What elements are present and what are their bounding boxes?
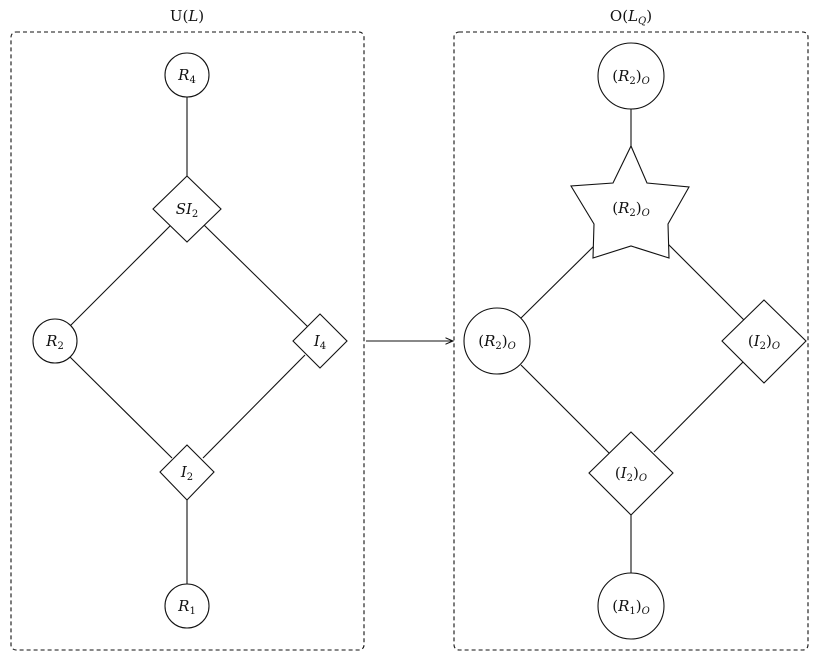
node-r2-left: (R2)O xyxy=(463,307,531,375)
node-i2: I2 xyxy=(159,444,215,501)
svg-text:(R2)O: (R2)O xyxy=(612,67,650,87)
node-si2: SI2 xyxy=(152,175,222,243)
edge-r2left-i2bottom xyxy=(520,364,611,455)
svg-text:I2: I2 xyxy=(180,463,193,483)
svg-text:R2: R2 xyxy=(45,332,64,352)
left-panel-title: U(L) xyxy=(170,7,204,25)
right-panel-title: O(LQ) xyxy=(610,7,652,27)
node-i2-bottom: (I2)O xyxy=(588,431,674,516)
svg-text:R1: R1 xyxy=(177,597,196,617)
svg-text:(R2)O: (R2)O xyxy=(612,199,650,219)
node-r2-top: (R2)O xyxy=(597,42,665,110)
edge-si2-i4 xyxy=(203,224,309,328)
svg-text:(I2)O: (I2)O xyxy=(748,332,780,352)
node-i4: I4 xyxy=(292,313,348,369)
node-r2: R2 xyxy=(32,318,78,364)
left-panel-frame xyxy=(10,31,365,651)
edge-r2-i2 xyxy=(69,356,173,459)
svg-text:(R2)O: (R2)O xyxy=(478,332,516,352)
edge-i2right-i2bottom xyxy=(653,361,744,453)
svg-text:(I2)O: (I2)O xyxy=(615,464,647,484)
svg-text:R4: R4 xyxy=(177,66,196,86)
svg-text:SI2: SI2 xyxy=(176,200,199,220)
edge-star-i2right xyxy=(667,243,746,322)
edge-star-r2left xyxy=(520,245,595,319)
node-r1: R1 xyxy=(164,583,210,629)
node-r1-right: (R1)O xyxy=(597,572,665,640)
right-panel-frame xyxy=(453,31,809,651)
edge-si2-r2 xyxy=(69,223,173,327)
node-r4: R4 xyxy=(164,52,210,98)
edge-i4-i2 xyxy=(202,354,306,459)
node-r2-star: (R2)O xyxy=(570,144,690,259)
svg-text:I4: I4 xyxy=(313,332,326,352)
right-panel: O(LQ) (R2)O (R2)O (R2)O (I2)O (I2)O xyxy=(453,7,809,651)
svg-text:(R1)O: (R1)O xyxy=(612,597,650,617)
left-panel: U(L) R4 SI2 R2 I4 I2 R1 xyxy=(10,7,365,651)
node-i2-right: (I2)O xyxy=(721,299,807,384)
